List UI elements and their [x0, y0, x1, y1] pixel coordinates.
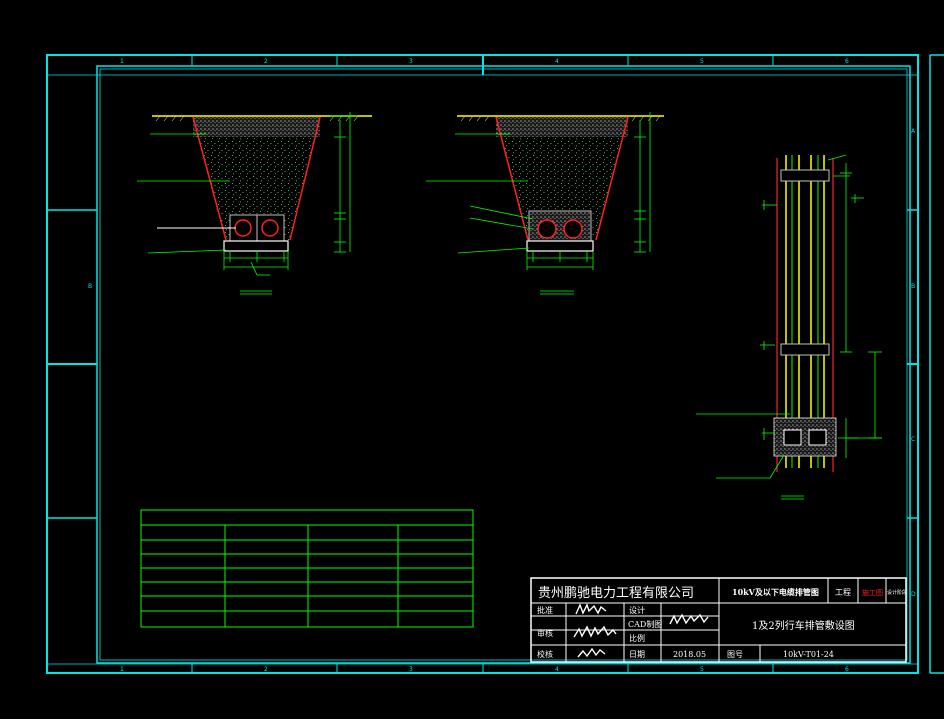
row-label: D — [911, 591, 916, 598]
trench-wall-right — [289, 116, 321, 241]
col-label: 6 — [845, 666, 849, 673]
trench-wall-left — [495, 116, 529, 241]
surface-layer — [193, 117, 320, 137]
project-suffix: 工程 — [835, 588, 851, 597]
col-label: 1 — [120, 58, 124, 65]
material-table[interactable] — [140, 509, 474, 628]
col-label: 3 — [409, 58, 413, 65]
row-label: C — [911, 436, 915, 443]
label-design: 设计 — [629, 605, 645, 615]
drawing-frame — [46, 54, 944, 674]
col-label: 4 — [555, 666, 559, 673]
cable-duct — [261, 219, 279, 237]
trench-section-2[interactable] — [426, 112, 664, 295]
signature-scribbles — [573, 603, 709, 658]
col-label: 1 — [120, 666, 124, 673]
backfill-soil — [193, 117, 320, 240]
signature-review — [573, 625, 617, 638]
drawing-number: 10kV-T01-24 — [783, 650, 834, 659]
col-label: 5 — [700, 666, 704, 673]
signature-approve — [575, 603, 607, 615]
title-block[interactable]: 贵州鹏驰电力工程有限公司 10kV及以下电缆排管图 工程 施工图 设计阶段 批准… — [530, 577, 907, 663]
design-stage: 施工图 — [862, 588, 883, 597]
col-label: 2 — [264, 58, 268, 65]
leader-lines — [137, 133, 230, 254]
surface-layer — [496, 117, 628, 137]
leader-lines — [426, 133, 534, 254]
col-label: 6 — [845, 58, 849, 65]
drawing-title: 1及2列行车排管敷设图 — [752, 619, 855, 632]
label-check: 校核 — [537, 649, 553, 659]
duct-plan-view[interactable] — [696, 154, 882, 500]
col-label: 4 — [555, 58, 559, 65]
trench-wall-left — [192, 116, 227, 241]
label-date: 日期 — [629, 650, 645, 659]
design-stage-label: 设计阶段 — [887, 589, 907, 596]
col-label: 3 — [409, 666, 413, 673]
label-scale: 比例 — [629, 633, 645, 643]
company-name: 贵州鹏驰电力工程有限公司 — [538, 586, 694, 601]
col-label: 2 — [264, 666, 268, 673]
duct-spacer — [780, 169, 830, 182]
project-name: 10kV及以下电缆排管图 — [732, 587, 819, 597]
label-approve: 批准 — [537, 605, 553, 615]
duct-spacer — [780, 343, 830, 356]
cable-duct — [537, 219, 557, 239]
signature-design — [669, 613, 709, 625]
row-label: B — [911, 283, 915, 290]
label-cad: CAD制图 — [628, 619, 662, 629]
plan-duct-bank — [773, 417, 837, 457]
ground-hatch — [460, 115, 661, 122]
bottom-dimensions — [526, 251, 594, 295]
concrete-base — [526, 240, 594, 252]
zone-labels: 1 2 3 4 5 6 1 2 3 4 5 6 A B B C D — [88, 58, 916, 673]
trench-wall-right — [595, 116, 629, 241]
trench-section-1[interactable] — [137, 112, 372, 295]
depth-dimensions — [330, 112, 358, 253]
label-review: 审核 — [537, 628, 553, 638]
plan-dimensions — [696, 154, 882, 500]
date-value: 2018.05 — [673, 650, 706, 659]
backfill-soil — [496, 117, 628, 240]
cable-duct — [563, 219, 583, 239]
row-label: A — [911, 128, 916, 135]
bottom-dimensions — [223, 251, 289, 295]
depth-dimensions — [634, 112, 651, 253]
row-label: B — [88, 283, 92, 290]
label-drawing-no: 图号 — [727, 650, 743, 659]
outer-border — [46, 54, 919, 674]
ground-hatch — [155, 115, 359, 122]
concrete-base — [223, 240, 289, 252]
col-label: 5 — [700, 58, 704, 65]
signature-check — [577, 647, 606, 658]
